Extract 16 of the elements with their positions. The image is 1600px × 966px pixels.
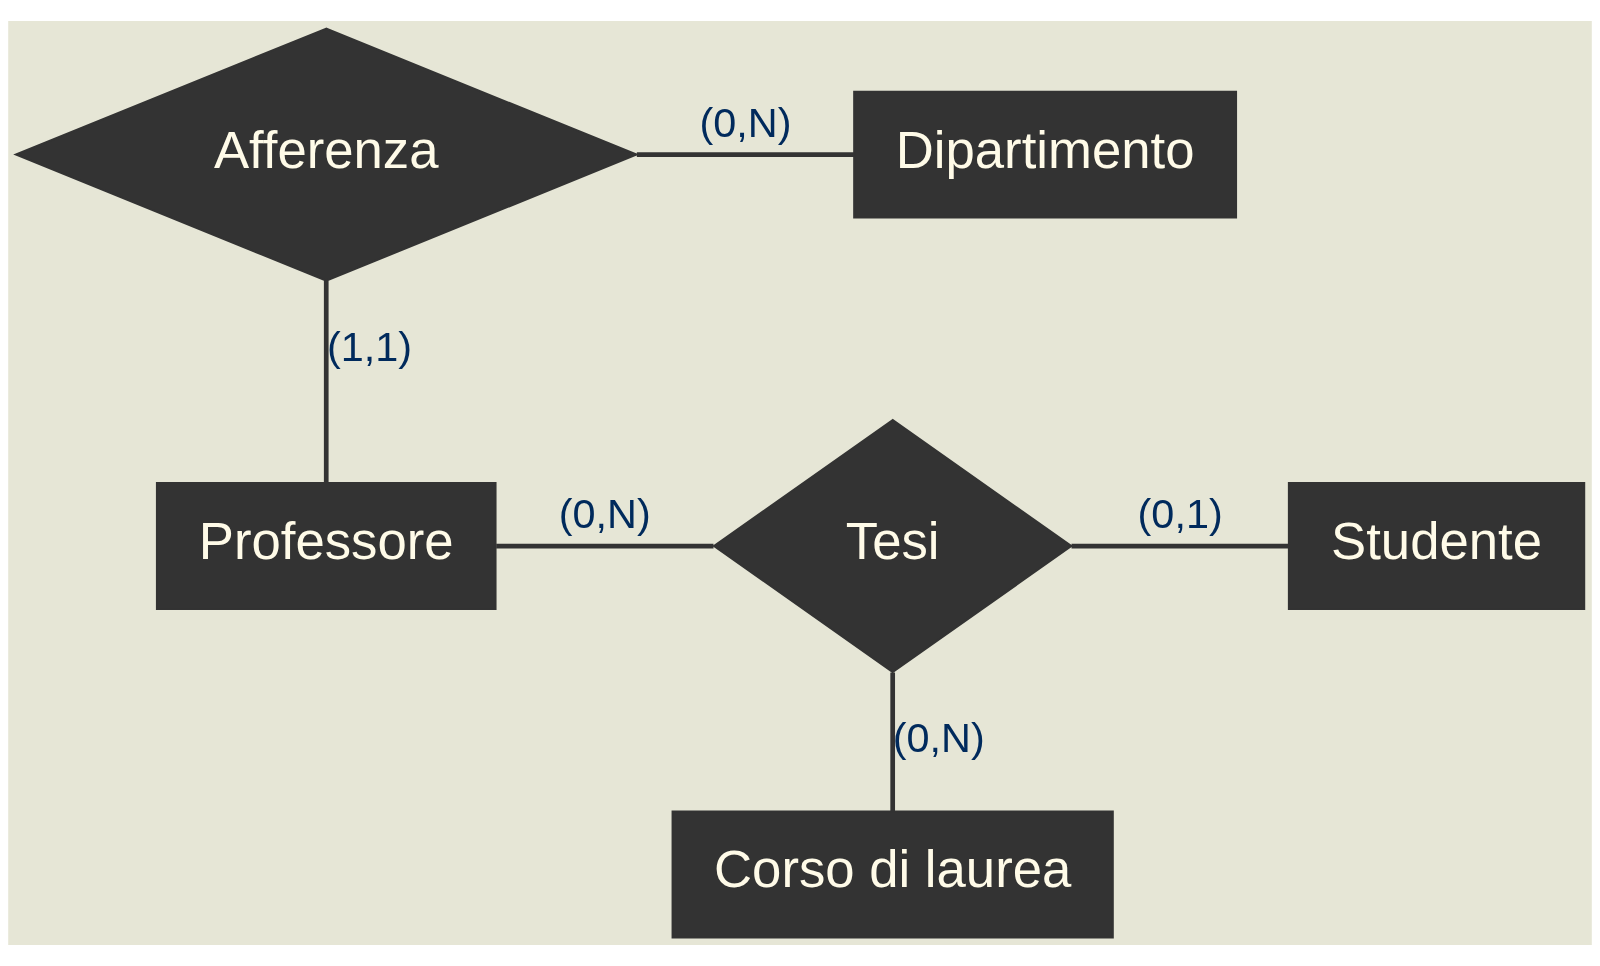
node-box: Dipartimento xyxy=(853,90,1238,219)
node-box: Corso di laurea xyxy=(671,810,1114,939)
connector xyxy=(496,543,714,549)
edge-label: (0,1) xyxy=(1137,491,1223,538)
edge-label: (0,N) xyxy=(892,715,985,762)
edge-label: (1,1) xyxy=(326,323,413,370)
connector xyxy=(1071,543,1289,549)
edge-label: (0,N) xyxy=(558,491,651,538)
node-diamond: Afferenza xyxy=(13,27,640,282)
node-box: Studente xyxy=(1287,482,1586,611)
connector xyxy=(636,152,855,157)
connector xyxy=(890,672,896,812)
connector xyxy=(323,280,329,483)
node-box: Professore xyxy=(155,482,497,611)
edge-label: (0,N) xyxy=(699,99,792,146)
node-diamond: Tesi xyxy=(712,418,1074,674)
